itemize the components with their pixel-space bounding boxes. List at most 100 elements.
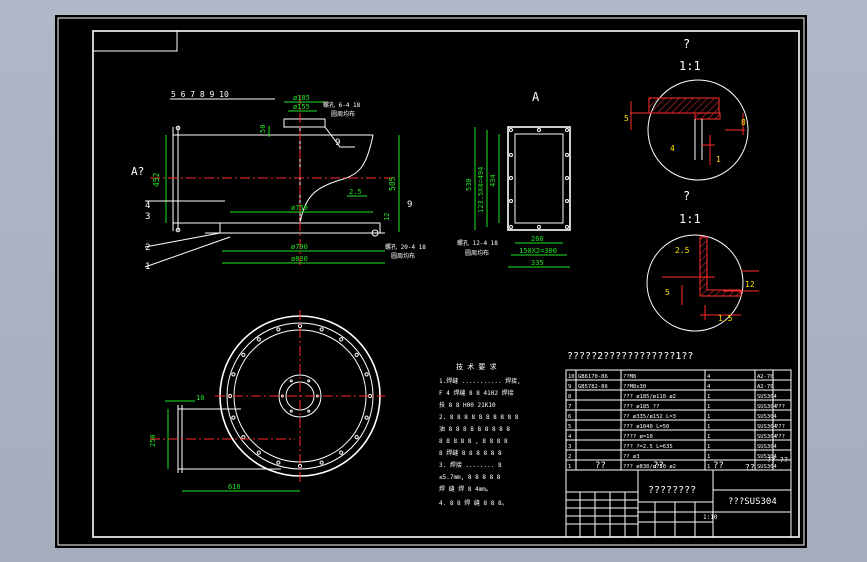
parts-list-cell: ???? ø=10 <box>623 434 653 440</box>
parts-list-cell: 1 <box>707 424 710 430</box>
parts-list-cell: SUS304 <box>757 444 778 450</box>
dim-530: 530 <box>465 178 473 191</box>
note-11: 4. 8 8 焊 缝 8 8 8。 <box>439 499 508 507</box>
bolt-hole <box>364 372 369 377</box>
parts-list-cell: ??? <box>775 424 785 430</box>
dim-260: 260 <box>531 235 544 243</box>
dim-610: 610 <box>228 483 241 491</box>
parts-list-cell: ??M8 <box>623 374 636 380</box>
title-block-qq-3: ?? <box>713 461 724 471</box>
detail-2-label: ? <box>683 189 690 203</box>
bolt-hole <box>339 450 344 455</box>
drawing-sheet: A? 452 505 ø750 ø790 ø830 ø185 ø155 50 2… <box>55 15 807 548</box>
detail-view-2 <box>646 234 759 332</box>
title-block-drawing-name: ???????? <box>648 485 696 496</box>
dim-2-5: 2.5 <box>349 188 362 196</box>
dim-505: 505 <box>388 176 397 191</box>
parts-list-cell: SUS304 <box>757 464 778 470</box>
balloon-3: 3 <box>145 212 150 222</box>
notes-title: 技 术 要 求 <box>456 362 497 371</box>
detail-2-scale: 1:1 <box>679 212 701 226</box>
bolt-hole <box>289 409 293 413</box>
balloon-2: 2 <box>145 243 150 253</box>
outer-border <box>57 17 805 546</box>
parts-list-cell: 2 <box>568 454 571 460</box>
title-block <box>565 469 792 538</box>
note-3: 技 8 8 H00 21K10 <box>439 401 496 409</box>
parts-list-cell: 1 <box>707 464 710 470</box>
dim-750: ø750 <box>291 204 308 212</box>
label-view-a-arrow: A? <box>131 165 144 178</box>
dim-4: 4 <box>670 144 675 153</box>
note-holes-bottom: 螺孔 20-4 18 <box>385 243 426 251</box>
dim-12-detail: 12 <box>745 280 755 289</box>
title-block-qq-4: ?? ?? <box>767 456 788 464</box>
dim-185: ø185 <box>293 94 310 102</box>
note-8: 3. 焊接 ........ 8 <box>439 461 502 469</box>
top-view <box>150 310 385 492</box>
parts-list-cell: 4 <box>707 374 711 380</box>
parts-list-cell: 1 <box>707 454 710 460</box>
parts-list-cell: SUS304 <box>757 434 778 440</box>
parts-list-cell: 1 <box>707 444 710 450</box>
balloon-4: 4 <box>145 201 150 211</box>
bolt-hole <box>241 435 246 440</box>
bolt-hole <box>354 435 359 440</box>
bolt-hole <box>307 379 311 383</box>
parts-list-cell: 1 <box>568 464 571 470</box>
title-block-material: ???SUS304 <box>728 497 777 507</box>
bolt-hole <box>241 352 246 357</box>
parts-list-cell: 1 <box>707 434 710 440</box>
parts-list-cell: A2-70 <box>757 374 774 380</box>
dim-830: ø830 <box>291 255 308 263</box>
dim-452: 452 <box>152 172 161 187</box>
parts-list-cell: 9 <box>568 384 571 390</box>
bolt-hole <box>231 372 236 377</box>
front-view <box>144 95 400 268</box>
parts-list-cell: ??M8x30 <box>623 384 646 390</box>
balloon-numbers: 5 6 7 8 9 10 <box>171 90 229 99</box>
balloon-9: 9 <box>335 138 340 148</box>
dim-150x2: 150X2=300 <box>519 247 557 255</box>
parts-list-cell: 1 <box>707 404 710 410</box>
bolt-hole <box>276 327 281 332</box>
parts-list-cell: GB5782-86 <box>578 384 608 390</box>
bolt-hole <box>289 379 293 383</box>
view-a <box>474 126 571 268</box>
parts-list-cell: 10 <box>568 374 575 380</box>
note-holes-view-a-2: 圆周均布 <box>465 249 489 257</box>
inner-border <box>92 30 800 538</box>
parts-list-cell: ??? <box>775 404 785 410</box>
detail-1-label: ? <box>683 37 690 51</box>
bolt-hole <box>307 409 311 413</box>
note-holes-top-2: 圆周均布 <box>331 110 355 118</box>
note-holes-view-a: 螺孔 12-4 18 <box>457 239 498 247</box>
note-holes-bottom-2: 圆周均布 <box>391 252 415 260</box>
dim-10: 10 <box>196 394 204 402</box>
dim-1: 1 <box>716 155 721 164</box>
technical-notes: 技 术 要 求 1.焊缝 ........... 焊接, F 4 焊缝 8 8 … <box>439 362 521 507</box>
bolt-hole <box>231 415 236 420</box>
parts-list-cell: ??? ø1040 L=50 <box>623 424 669 430</box>
parts-list-cell: SUS304 <box>757 404 778 410</box>
parts-list-cell: ??? <box>775 434 785 440</box>
parts-list-cell: 1 <box>707 394 710 400</box>
note-2: F 4 焊缝 8 8 4102 焊接 <box>439 389 514 397</box>
bolt-hole <box>354 352 359 357</box>
parts-list-cell: A2-70 <box>757 384 774 390</box>
dim-12: 12 <box>383 213 391 221</box>
parts-list-cell: ?? ø3 <box>623 454 640 460</box>
parts-list-cell: 6 <box>568 414 571 420</box>
parts-list-cell: 1 <box>707 414 710 420</box>
parts-list-cell: SUS304 <box>757 424 778 430</box>
parts-list-cell: SUS304 <box>757 414 778 420</box>
parts-list-cell: 3 <box>568 444 571 450</box>
note-1: 1.焊缝 ........... 焊接, <box>439 377 521 385</box>
parts-list-cell: SUS304 <box>757 394 778 400</box>
bolt-hole <box>339 337 344 342</box>
drawing-canvas: A? 452 505 ø750 ø790 ø830 ø185 ø155 50 2… <box>57 17 805 546</box>
title-block-mark: ?? <box>745 463 755 472</box>
bolt-hole <box>319 327 324 332</box>
dim-5: 5 <box>624 114 629 123</box>
